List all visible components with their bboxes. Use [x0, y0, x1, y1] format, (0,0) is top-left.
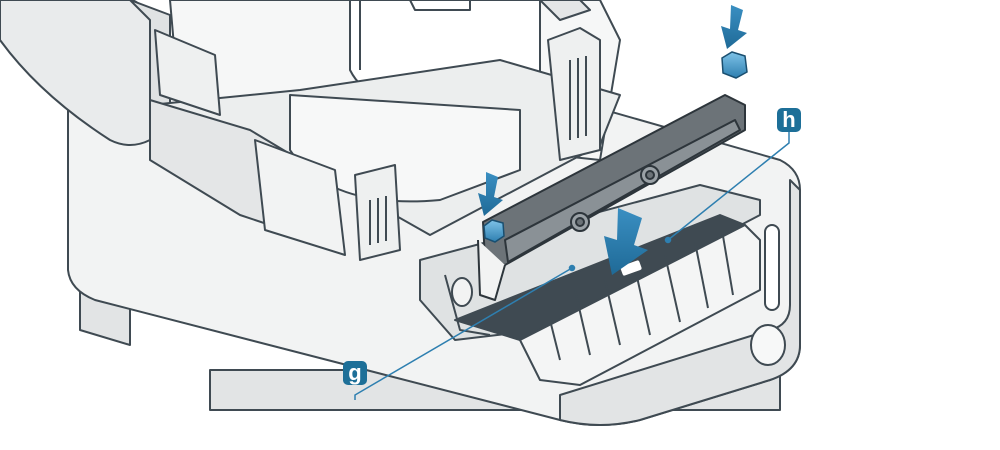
- callout-g: g: [343, 360, 367, 385]
- roller-bar: [477, 94, 746, 301]
- callout-h-label: h: [782, 107, 795, 132]
- blue-tab-left: [483, 219, 505, 243]
- right-paper-guide: [539, 0, 601, 161]
- blue-tab-right: [721, 51, 748, 79]
- callout-h: h: [777, 107, 801, 132]
- callout-g-label: g: [348, 360, 361, 385]
- down-arrow-left-tab: [478, 172, 503, 216]
- down-arrow-right-tab: [721, 5, 747, 49]
- left-paper-guide: [149, 29, 401, 261]
- down-arrow-center-large: [604, 208, 648, 275]
- paper-cavity: [149, 59, 621, 236]
- leader-lines: [354, 128, 790, 400]
- paper-feed-ribs: [419, 184, 761, 386]
